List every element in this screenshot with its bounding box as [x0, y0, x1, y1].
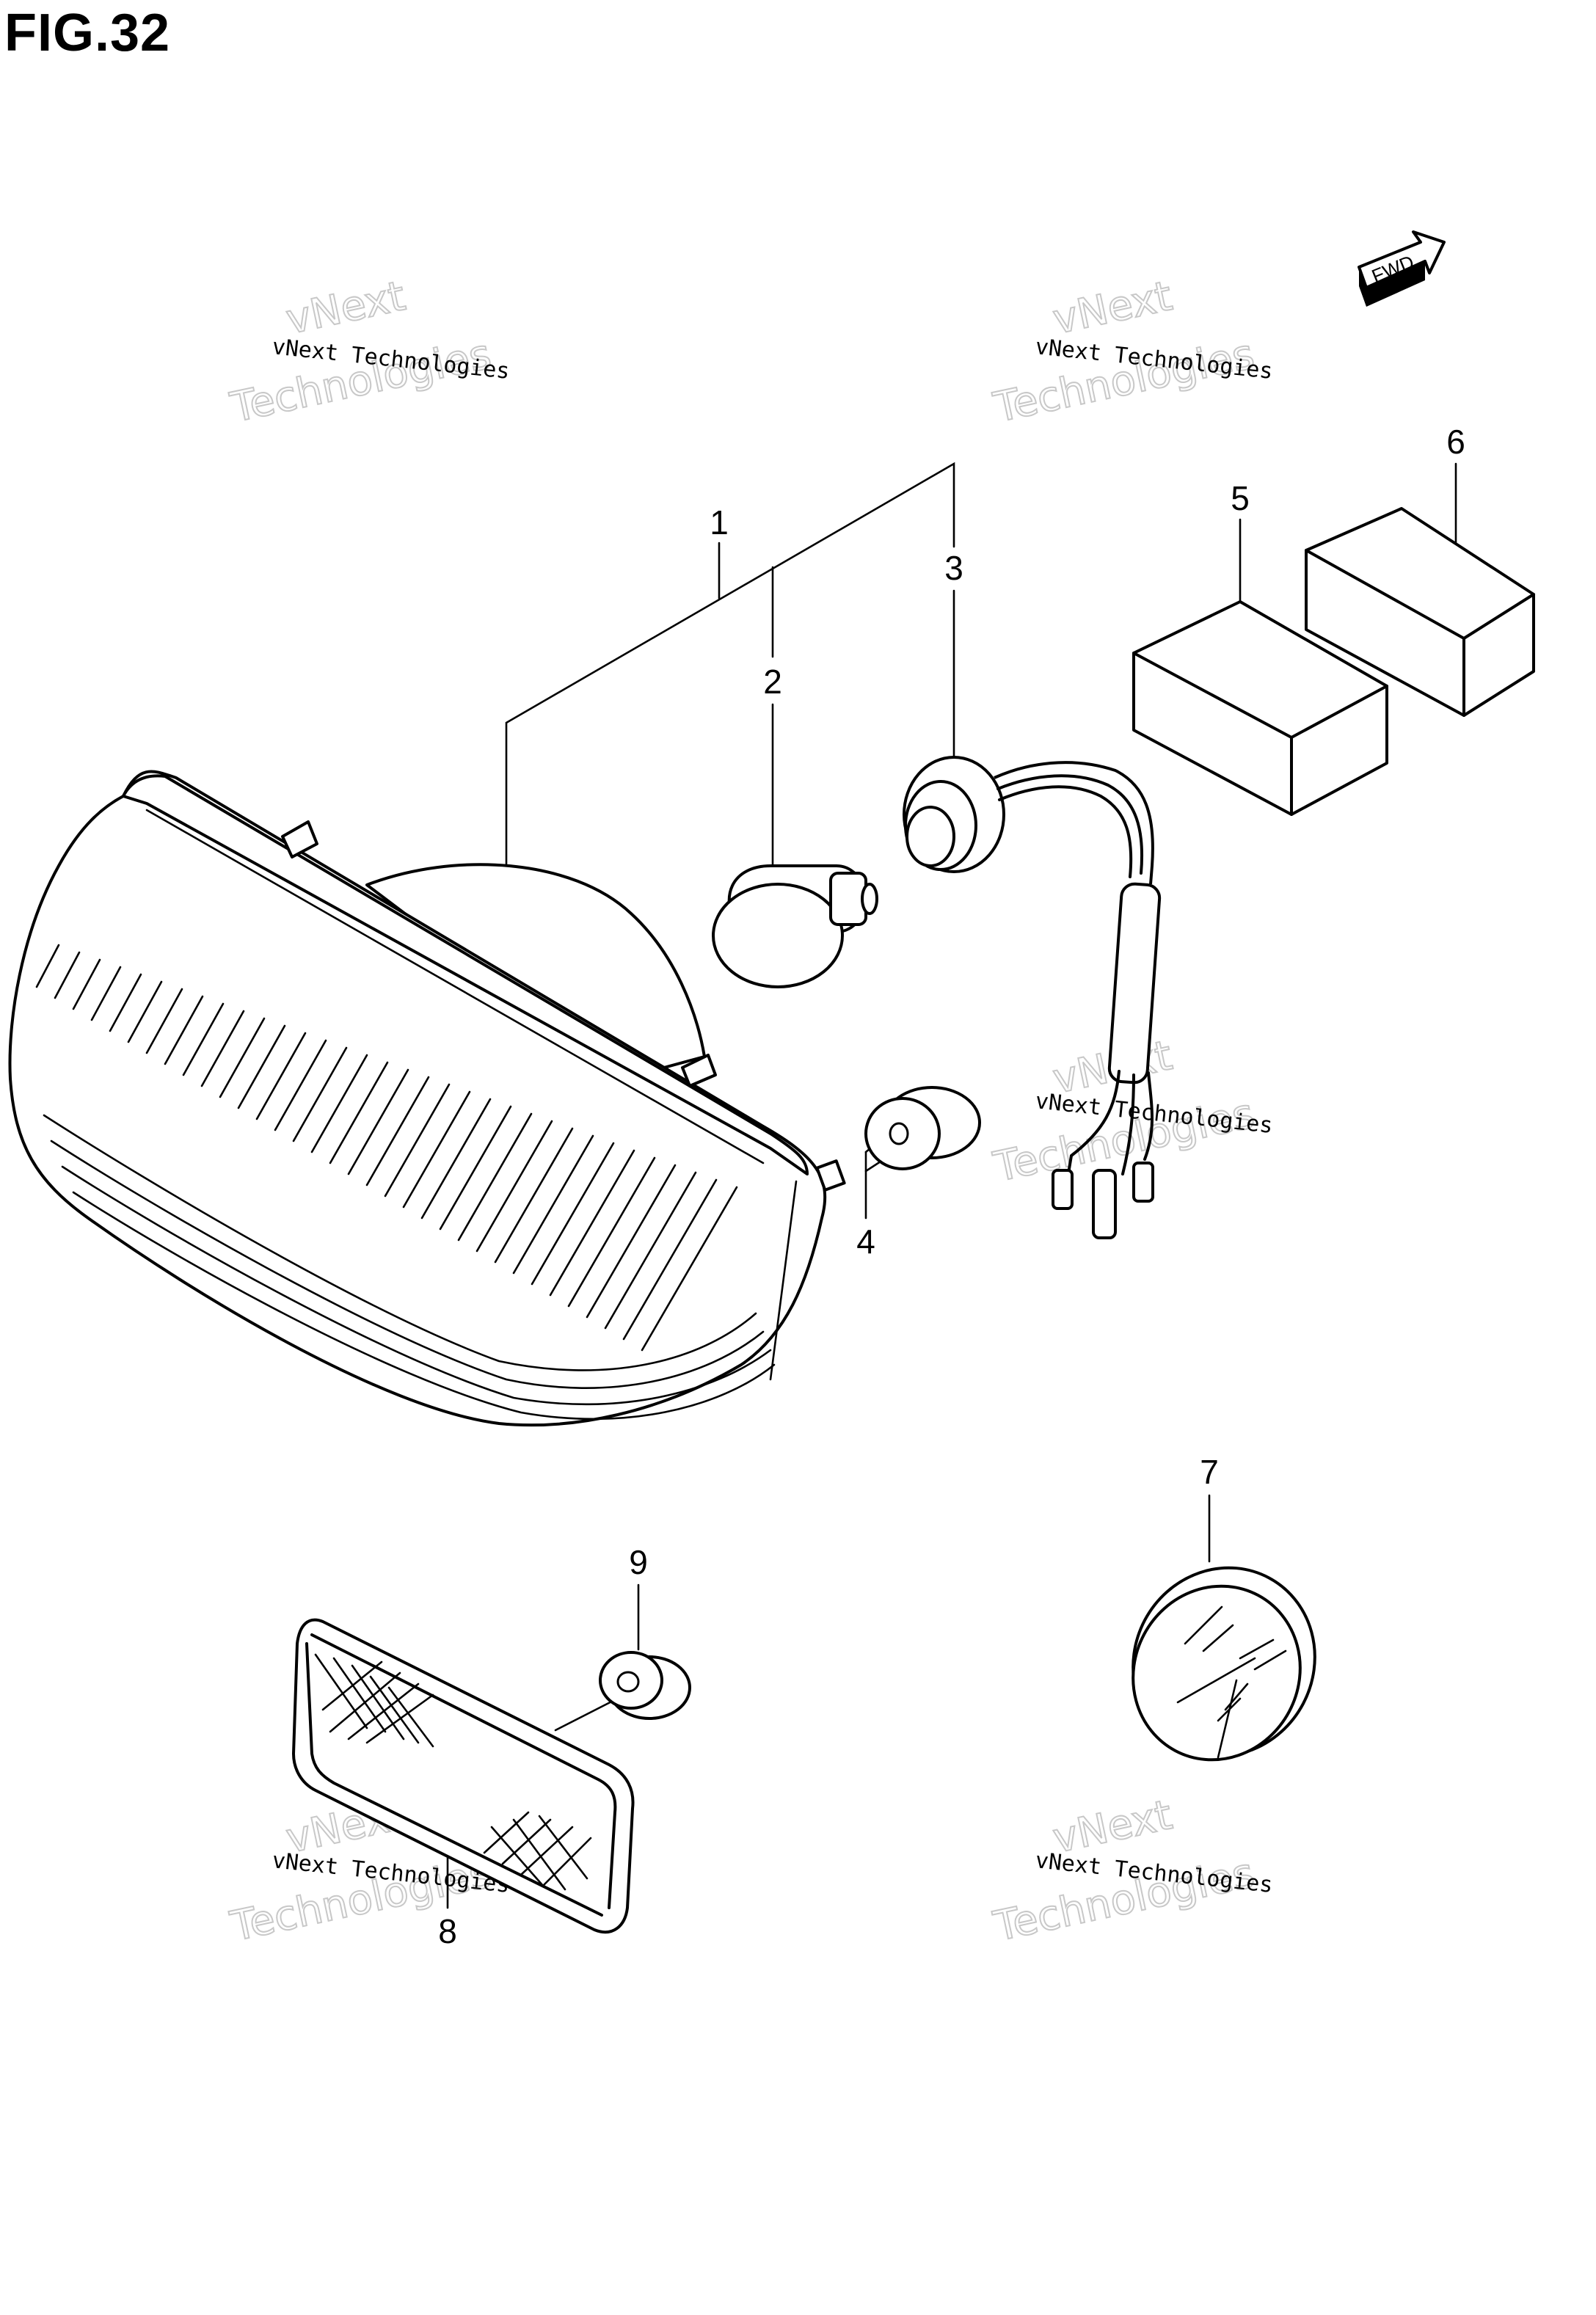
callout-6: 6: [1446, 423, 1465, 461]
callout-3: 3: [944, 549, 963, 587]
callout-9: 9: [629, 1543, 648, 1581]
watermark-top-left: vNext Technologies vNext Technologies: [225, 271, 511, 433]
fwd-arrow-icon: FWD: [1358, 230, 1446, 307]
leader-lines: [446, 462, 1457, 1909]
rect-reflector: [292, 1618, 635, 1934]
watermark-big-text: vNext: [282, 272, 409, 344]
callout-5: 5: [1231, 479, 1250, 517]
bulb-socket-harness: [903, 756, 1162, 1239]
callout-2: 2: [763, 663, 782, 701]
figure-title: FIG.32: [4, 4, 171, 62]
bulb: [712, 864, 878, 988]
callout-8: 8: [438, 1912, 457, 1950]
watermark-top-right: vNext Technologies vNext Technologies: [988, 271, 1274, 433]
block-part-5: [1132, 600, 1388, 816]
watermark-big-text: vNext: [1049, 272, 1176, 344]
block-part-6: [1305, 507, 1535, 717]
callout-1: 1: [710, 503, 729, 542]
round-reflector: [1132, 1566, 1316, 1762]
reflector-nut: [599, 1651, 691, 1720]
callout-labels: 1 2 3 4 5 6 7 8 9: [438, 423, 1465, 1950]
grommet: [864, 1086, 981, 1170]
callout-4: 4: [856, 1222, 875, 1261]
callout-7: 7: [1200, 1453, 1219, 1491]
tail-lamp-assembly: [8, 770, 846, 1427]
watermark-bottom-right: vNext Technologies vNext Technologies: [988, 1790, 1274, 1952]
